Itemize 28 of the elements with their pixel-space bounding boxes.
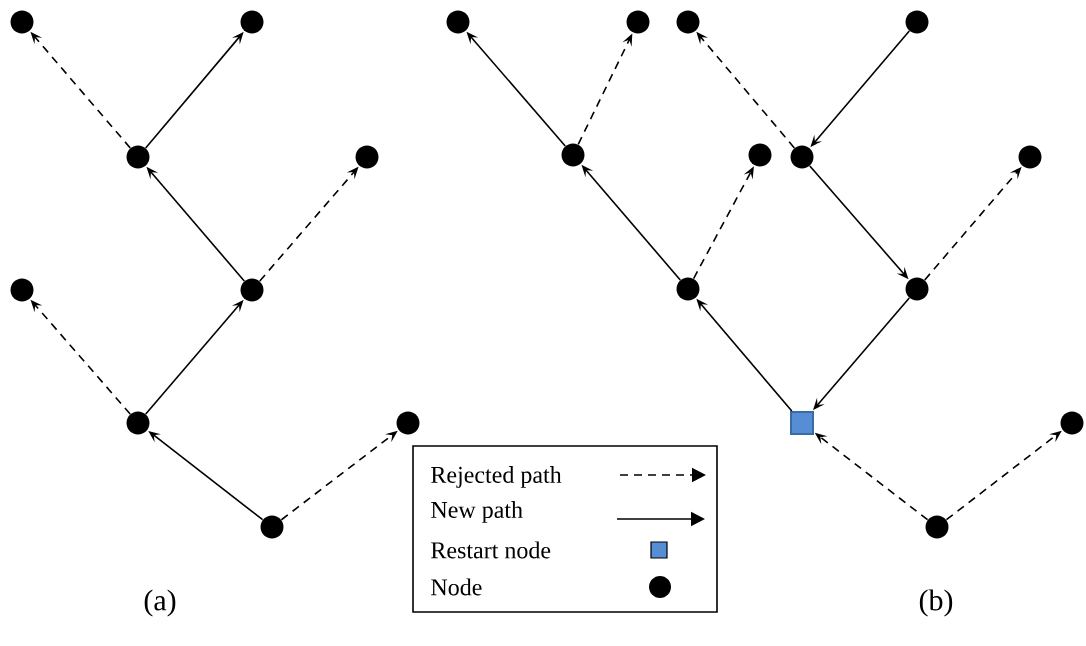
panel-label: (b)	[919, 589, 953, 617]
node-dot	[561, 143, 585, 167]
legend-label: Restart node	[431, 541, 551, 559]
node-dot	[260, 515, 284, 539]
legend-label: Node	[431, 578, 482, 596]
node-dot	[240, 278, 264, 302]
node-dot	[676, 10, 700, 34]
node-dot	[790, 145, 814, 169]
node-dot	[126, 145, 150, 169]
node-dot	[396, 411, 420, 435]
node-dot	[626, 10, 650, 34]
node-dot	[905, 10, 929, 34]
node-dot	[355, 145, 379, 169]
restart-node-square	[790, 411, 814, 435]
node-dot	[748, 143, 772, 167]
node-dot	[1018, 145, 1042, 169]
node-dot	[905, 277, 929, 301]
node-dot	[1060, 411, 1084, 435]
node-dot	[10, 278, 34, 302]
node-dot	[10, 10, 34, 34]
legend-label: New path	[431, 501, 523, 523]
node-dot	[676, 277, 700, 301]
legend-label: Rejected path	[431, 466, 562, 488]
node-dot	[126, 411, 150, 435]
panel-label: (a)	[144, 589, 176, 617]
node-dot	[925, 515, 949, 539]
node-dot	[446, 10, 470, 34]
node-dot	[240, 10, 264, 34]
